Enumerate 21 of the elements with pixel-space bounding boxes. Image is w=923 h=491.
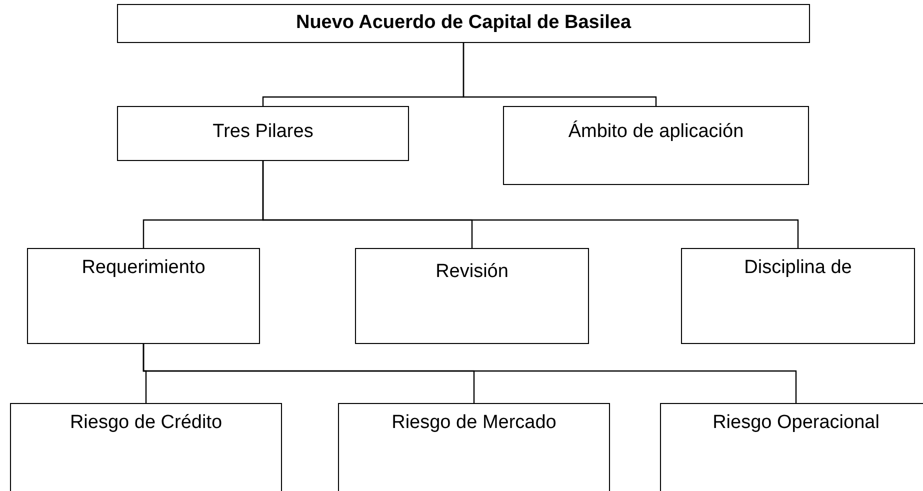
org-box — [681, 248, 915, 344]
box-label: Disciplina de — [744, 257, 852, 279]
box-label: Nuevo Acuerdo de Capital de Basilea — [296, 12, 632, 34]
box-label: Revisión — [436, 261, 508, 283]
org-box — [338, 403, 610, 491]
connector-line — [262, 161, 799, 248]
box-label: Riesgo Operacional — [712, 412, 880, 434]
org-box — [10, 403, 282, 491]
box-label: Tres Pilares — [212, 121, 314, 143]
box-label: Ámbito de aplicación — [568, 121, 744, 143]
org-box — [27, 248, 260, 344]
box-label: Riesgo de Mercado — [392, 412, 556, 434]
connector-line — [462, 43, 657, 106]
org-box — [660, 403, 923, 491]
org-box — [117, 4, 810, 43]
org-box — [355, 248, 589, 344]
box-label: Riesgo de Crédito — [70, 412, 222, 434]
connector-line — [142, 344, 797, 403]
org-box — [503, 106, 809, 185]
box-label: Requerimiento — [82, 257, 206, 279]
org-box — [117, 106, 409, 161]
